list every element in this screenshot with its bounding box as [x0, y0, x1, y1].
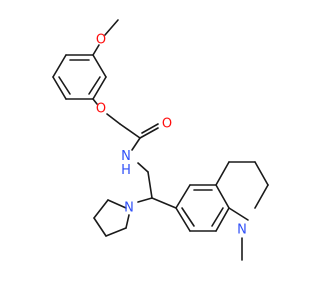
- pyr-b5: [125, 214, 130, 229]
- atom-o-methoxy: O: [96, 33, 106, 48]
- ring2-b4: [215, 207, 230, 232]
- pyr-b1: [107, 199, 127, 209]
- bond-ch-ring: [151, 197, 177, 209]
- atom-n-pyrrolidine: N: [124, 201, 134, 216]
- bond-ch2-co: [119, 123, 141, 139]
- pyr-b2: [93, 199, 109, 219]
- ring3-b1: [215, 161, 230, 186]
- bonds: [52, 19, 269, 261]
- ring1-b6: [92, 54, 107, 78]
- ring3-b3: [254, 161, 269, 186]
- pyr-b4: [105, 227, 127, 237]
- ring2-d2: [211, 207, 224, 227]
- bond-co-1: [139, 127, 159, 139]
- ring3-b5: [228, 207, 249, 221]
- bond-methyl-o: [104, 19, 119, 36]
- ring1-b2: [52, 54, 67, 78]
- pyr-b3: [93, 217, 107, 237]
- ring1-b5: [92, 76, 107, 100]
- ring2-b6: [175, 207, 191, 232]
- ring1-d3: [88, 76, 101, 95]
- ring2-d3: [181, 207, 195, 227]
- atom-n-quinoline: N: [237, 223, 247, 238]
- ring2-b1: [175, 184, 191, 209]
- bond-ch2-ch: [147, 171, 153, 199]
- bond-n-ch2: [137, 162, 149, 173]
- atom-o-carbonyl: O: [162, 117, 172, 132]
- bond-o-aryl: [92, 44, 100, 56]
- ring2-b3: [215, 184, 230, 209]
- bond-ch-npyr: [137, 197, 153, 203]
- atom-o-ether: O: [96, 102, 106, 117]
- bond-co-n: [131, 137, 141, 151]
- bond-co-2: [141, 123, 159, 134]
- ring1-d2: [58, 76, 71, 95]
- bond-o-ch2: [106, 113, 121, 125]
- bond-aryl-o: [92, 98, 98, 105]
- ring3-b4: [254, 184, 269, 209]
- ring1-b3: [52, 76, 67, 100]
